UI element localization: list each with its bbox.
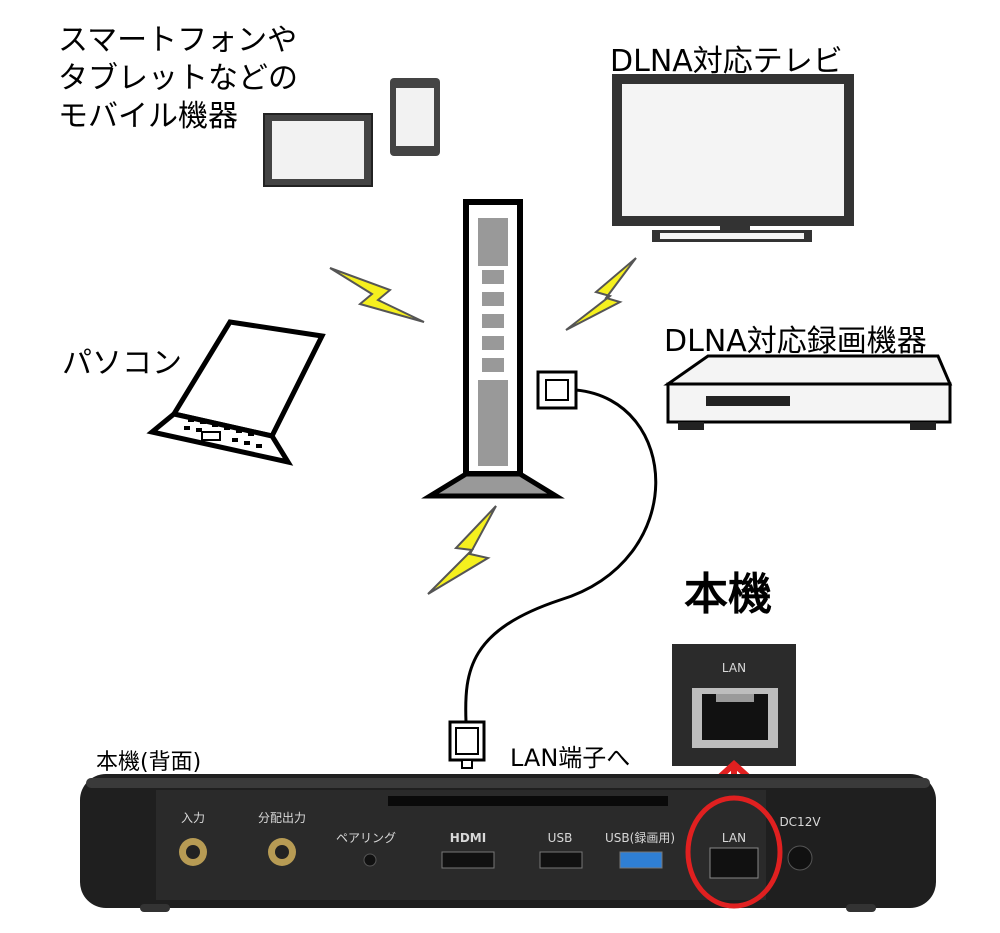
recorder-label: DLNA対応録画機器 bbox=[664, 324, 927, 359]
lan-plug-icon bbox=[448, 720, 486, 769]
lightning-icon-pc bbox=[329, 267, 425, 323]
port-label-pairing: ペアリング bbox=[336, 831, 396, 845]
tv-label: DLNA対応テレビ bbox=[610, 44, 843, 79]
unit-label: 本機 bbox=[684, 569, 772, 620]
mobile-label-line-2: タブレットなどの bbox=[58, 61, 298, 96]
mobile-devices-label: スマートフォンや タブレットなどの モバイル機器 bbox=[58, 22, 298, 136]
port-label-usb: USB bbox=[548, 831, 573, 845]
mobile-label-line-3: モバイル機器 bbox=[58, 99, 238, 134]
lan-terminal-label: LAN端子へ bbox=[510, 744, 631, 772]
port-label-split: 分配出力 bbox=[258, 811, 306, 825]
port-label-lan: LAN bbox=[722, 831, 746, 845]
port-label-input: 入力 bbox=[181, 811, 205, 825]
lan-cable bbox=[464, 388, 658, 723]
tv-icon bbox=[612, 74, 854, 242]
pc-label: パソコン bbox=[62, 346, 182, 381]
lightning-icon-tv bbox=[565, 257, 637, 331]
recorder-icon bbox=[663, 354, 953, 430]
port-label-usb-recording: USB(録画用) bbox=[605, 830, 675, 845]
mobile-label-line-1: スマートフォンや bbox=[58, 23, 298, 58]
laptop-icon bbox=[146, 319, 326, 466]
zoom-lan-label: LAN bbox=[722, 661, 746, 675]
tablet-icon bbox=[263, 113, 373, 187]
lightning-icon-unit bbox=[427, 505, 497, 595]
port-label-hdmi: HDMI bbox=[450, 831, 486, 845]
lan-port-zoom: LAN bbox=[672, 644, 796, 766]
rear-panel: 入力 分配出力 ペアリング HDMI USB USB(録画用) LAN DC12… bbox=[80, 774, 936, 912]
port-label-dc: DC12V bbox=[779, 815, 821, 829]
router-icon bbox=[421, 199, 565, 499]
lan-highlight-circle bbox=[685, 795, 783, 909]
router-lan-connector-icon bbox=[536, 370, 578, 410]
rear-panel-label: 本機(背面) bbox=[96, 750, 202, 775]
smartphone-icon bbox=[390, 78, 440, 156]
